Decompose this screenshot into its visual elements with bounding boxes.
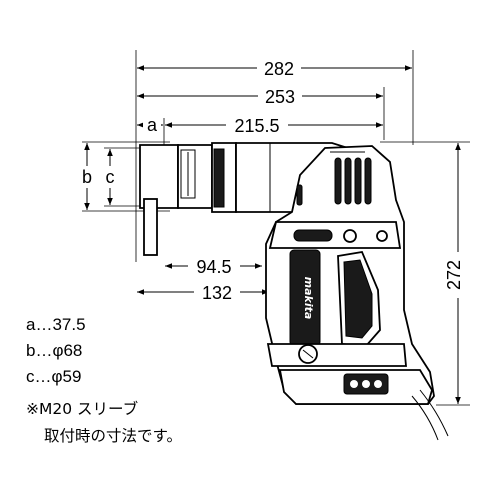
dim-height: 272	[444, 260, 464, 290]
legend-b: b…φ68	[26, 341, 82, 360]
drive-bit	[143, 198, 158, 256]
legend-a: a…37.5	[26, 315, 86, 334]
legend: a…37.5 b…φ68 c…φ59	[26, 315, 86, 386]
legend-c: c…φ59	[26, 367, 81, 386]
dim-overall-length: 282	[264, 59, 294, 79]
cooling-vents	[296, 151, 372, 206]
dim-sleeve-a: a	[147, 115, 158, 135]
power-tool-drawing: makita	[139, 142, 449, 441]
note-line-1: ※M20 スリーブ	[26, 399, 138, 418]
dim-sleeve-b: b	[82, 167, 92, 187]
note: ※M20 スリーブ 取付時の寸法です。	[26, 399, 182, 445]
dim-length-to-grip: 215.5	[234, 116, 279, 136]
dim-sleeve-c: c	[106, 167, 115, 187]
note-line-2: 取付時の寸法です。	[44, 427, 182, 445]
dimension-labels: 282 253 a 215.5 b c 94.5 132 272	[78, 57, 469, 303]
dim-handle-offset: 132	[202, 283, 232, 303]
dim-length-to-rear: 253	[265, 87, 295, 107]
dim-grip-offset: 94.5	[196, 257, 231, 277]
brand-logo: makita	[302, 277, 315, 320]
